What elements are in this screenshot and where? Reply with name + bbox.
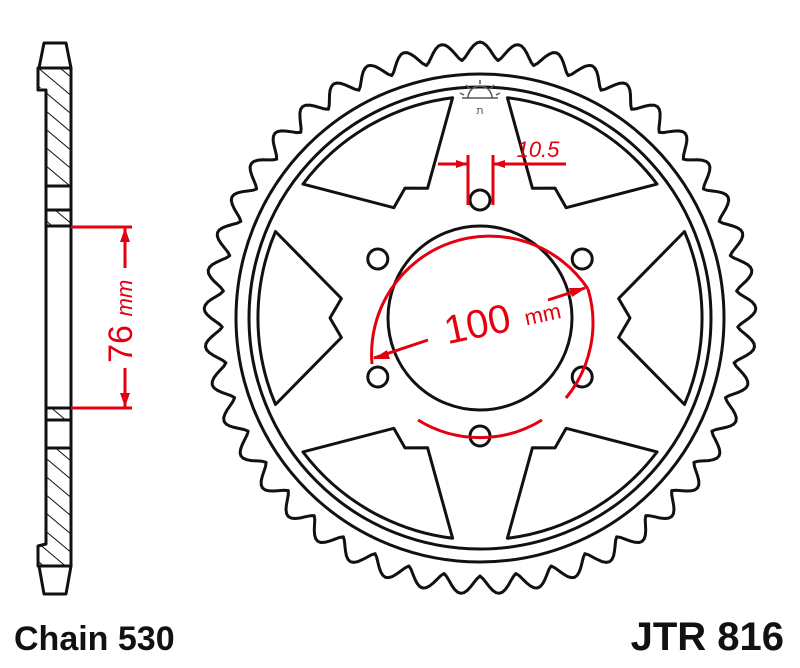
center-bore — [386, 224, 574, 412]
part-number: JTR 816 — [631, 615, 784, 659]
lightening-window — [505, 96, 659, 210]
lightening-windows — [256, 96, 704, 540]
svg-text:ת: ת — [476, 104, 483, 117]
lightening-window — [301, 96, 455, 210]
inner-ring — [247, 85, 713, 551]
bolt-hole — [468, 188, 492, 212]
lightening-window — [617, 230, 704, 406]
bolt-circle-unit: mm — [522, 298, 563, 330]
outer-ring — [234, 72, 726, 564]
surface-finish-symbol: ת — [459, 80, 501, 117]
bolt-hole — [570, 365, 594, 389]
bolt-hole-value: 10.5 — [517, 137, 561, 162]
bolt-hole — [570, 247, 594, 271]
bolt-circle-value: 100 — [440, 296, 514, 353]
bolt-hole-dimension: 10.5 — [438, 137, 566, 205]
chain-label: Chain 530 — [14, 620, 175, 658]
bore-dimension-unit: mm — [112, 280, 137, 317]
side-profile-view: 76 mm — [36, 41, 140, 596]
lightening-window — [256, 230, 343, 406]
bore-dimension-value: 76 — [102, 325, 140, 363]
bore-dimension: 76 mm — [71, 225, 140, 410]
lightening-window — [505, 426, 659, 540]
lightening-window — [301, 426, 455, 540]
sprocket-teeth-outline — [202, 40, 758, 595]
bolt-hole — [366, 247, 390, 271]
bolt-hole — [366, 365, 390, 389]
sprocket-front-view: 100 mm 10.5 ת — [202, 40, 758, 595]
